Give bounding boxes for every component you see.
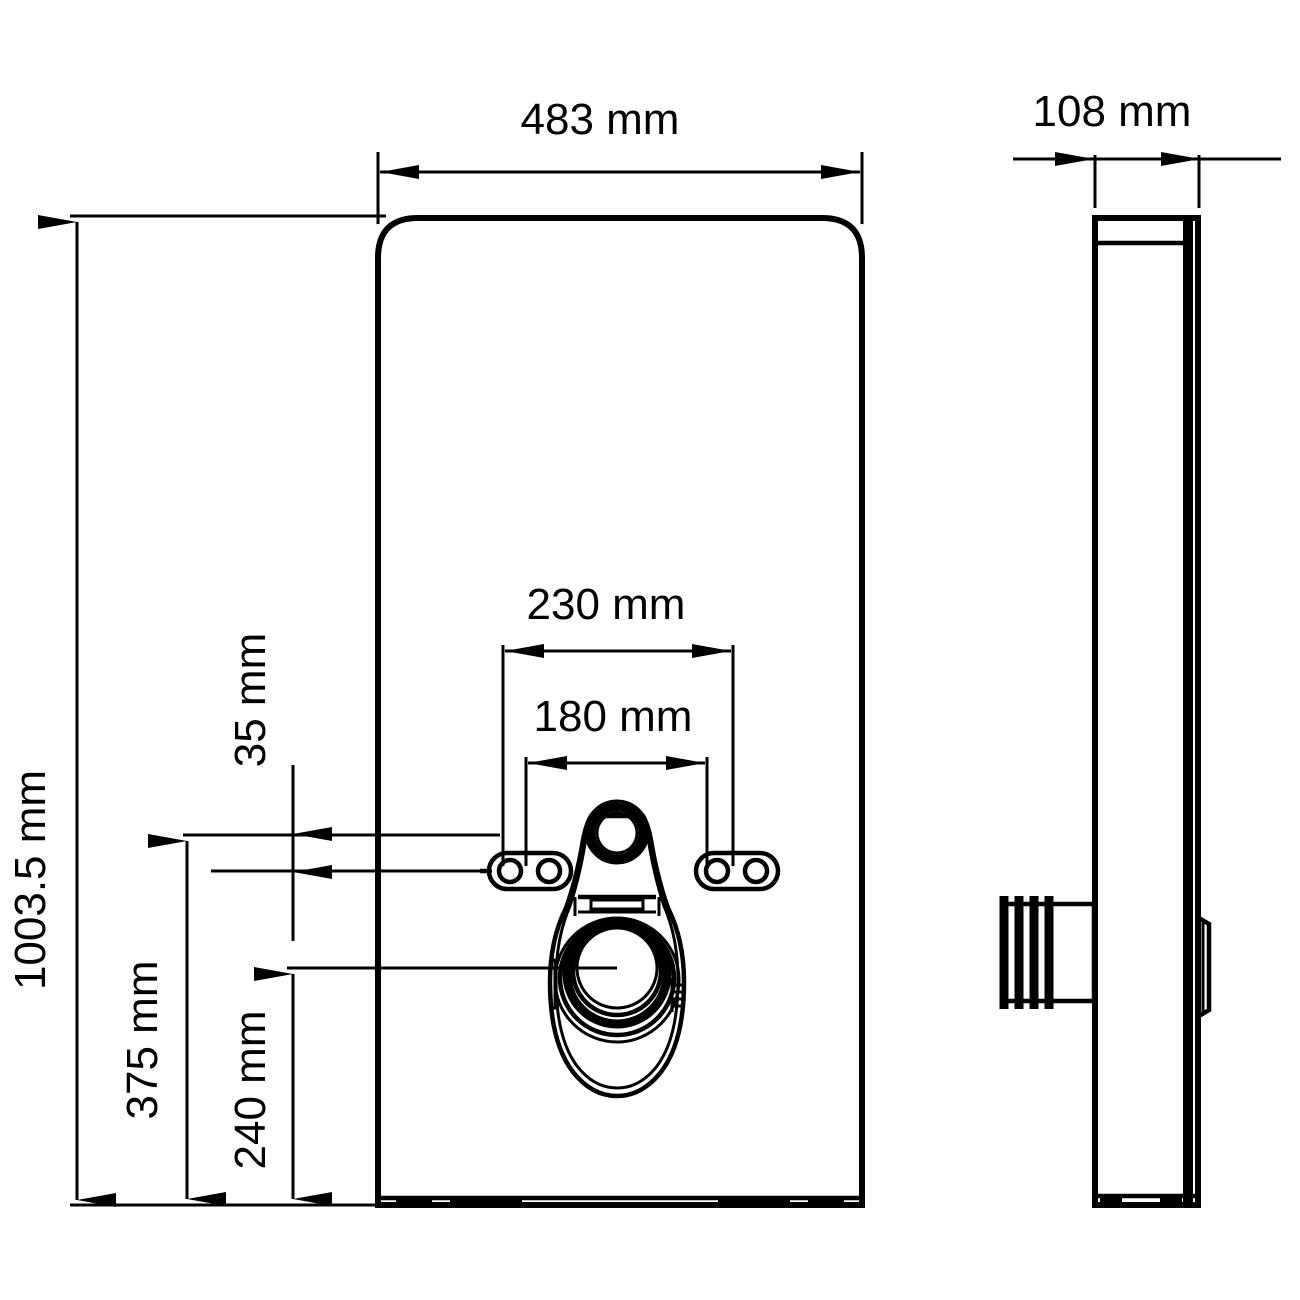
- dimension-bolt-height-375: 375 mm: [118, 834, 226, 1206]
- outlet-housing: [547, 813, 687, 1099]
- front-panel-outline: [375, 215, 865, 1208]
- front-view: [375, 215, 865, 1208]
- side-foot-right: [1160, 1197, 1182, 1205]
- dimension-height-1003: 1003.5 mm: [6, 214, 386, 1207]
- dimension-label-375: 375 mm: [118, 961, 167, 1120]
- dimension-label-108: 108 mm: [1033, 87, 1192, 136]
- bracket-bar: [573, 894, 661, 916]
- dimension-label-483: 483 mm: [521, 95, 680, 144]
- dimension-width-483: 483 mm: [376, 95, 864, 224]
- dimension-inner-spacing-180: 180 mm: [524, 692, 709, 866]
- panel-feet: [396, 1199, 844, 1207]
- side-glass-layer: [1187, 215, 1201, 1208]
- side-panel-body: [1092, 215, 1189, 1208]
- side-view: [999, 215, 1212, 1208]
- waste-outlet-port: [553, 916, 681, 1044]
- side-outlet-spigot: [999, 896, 1097, 1009]
- dimension-offset-35: 35 mm: [183, 633, 500, 941]
- dimension-label-240: 240 mm: [226, 1011, 275, 1170]
- dimension-depth-108: 108 mm: [1013, 87, 1281, 208]
- side-foot-left: [1100, 1197, 1122, 1205]
- outlet-housing-inner: [554, 837, 680, 1090]
- dimension-label-35: 35 mm: [226, 633, 275, 767]
- plumbing-assembly: [547, 799, 687, 1099]
- side-connector-tab: [1197, 916, 1212, 1018]
- dimension-outer-spacing-230: 230 mm: [501, 580, 735, 866]
- upper-supply-port: [584, 799, 650, 865]
- dimension-label-1003: 1003.5 mm: [6, 770, 55, 990]
- dimension-label-180: 180 mm: [534, 692, 693, 741]
- dimension-outlet-height-240: 240 mm: [226, 966, 617, 1206]
- dimension-label-230: 230 mm: [527, 580, 686, 629]
- mounting-plate-right: [693, 850, 781, 892]
